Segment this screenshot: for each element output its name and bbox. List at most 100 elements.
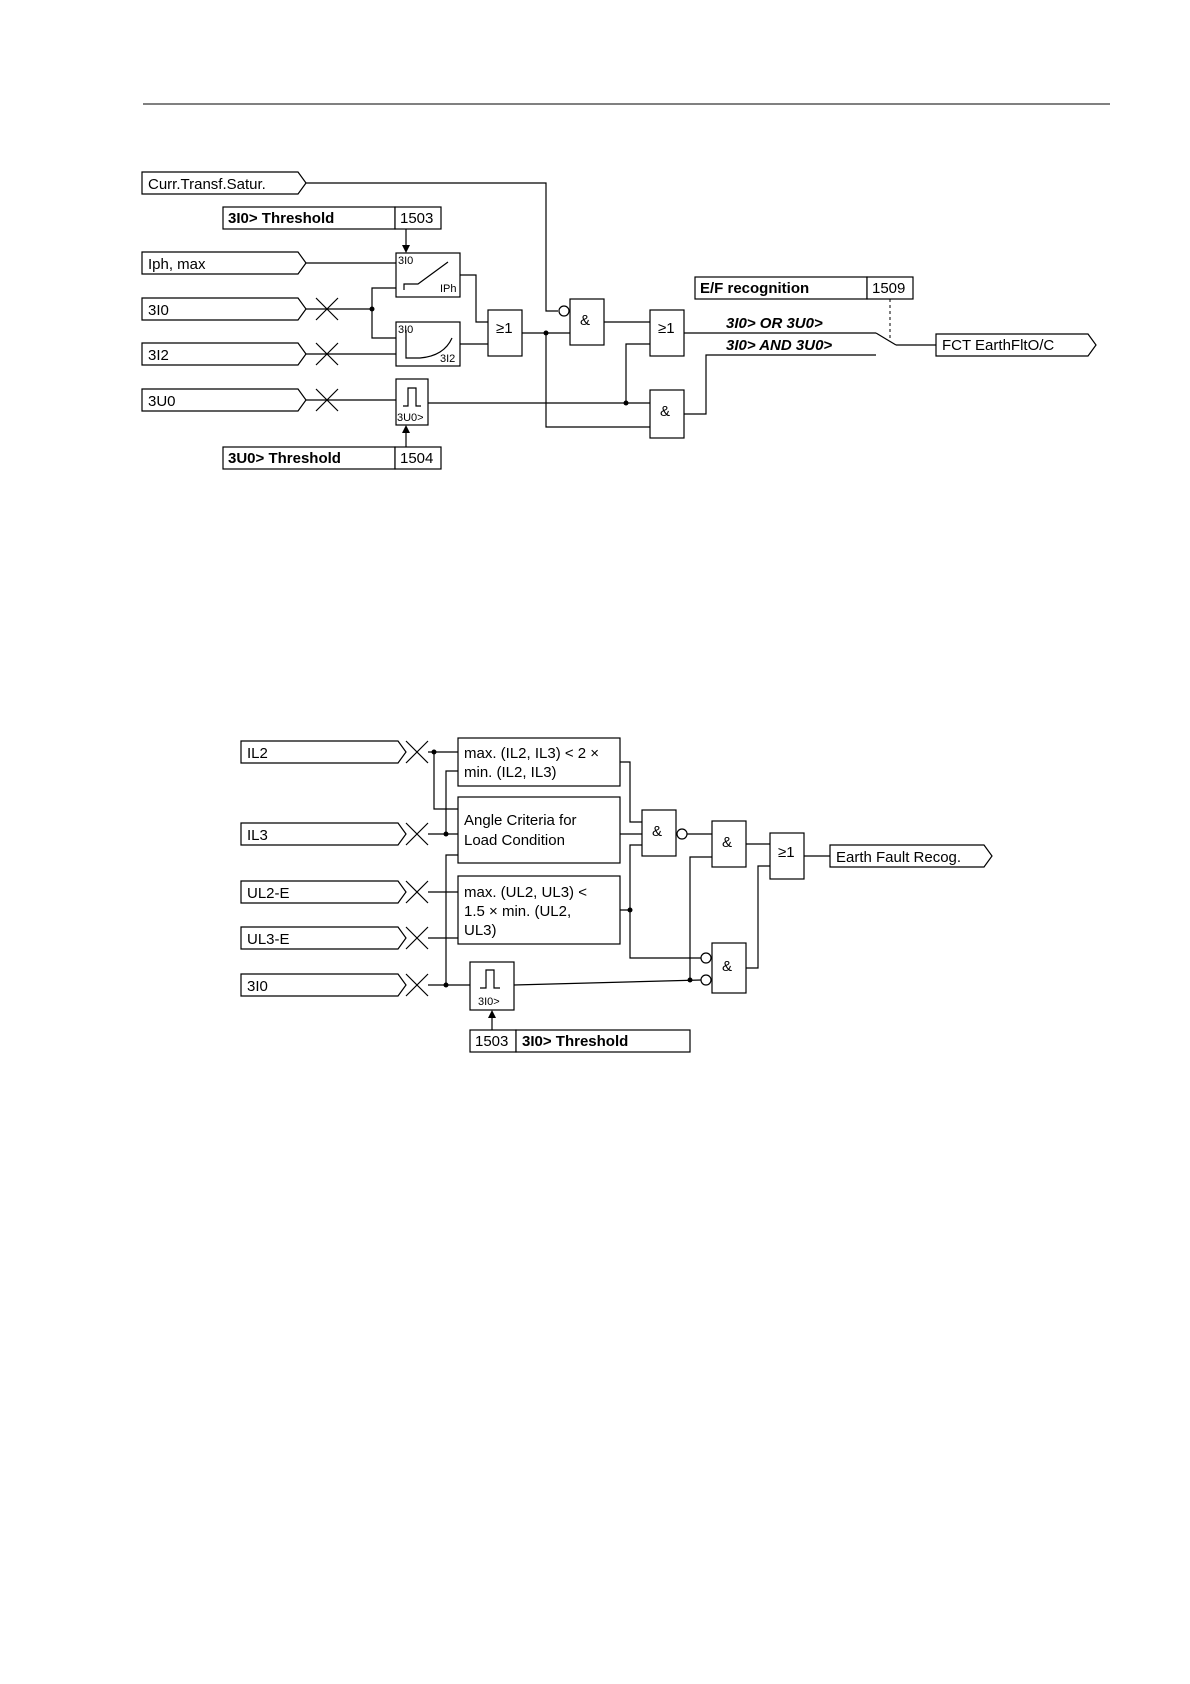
or-gate-option-label: ≥1 <box>658 320 675 337</box>
and-gate-ct-block <box>569 298 605 346</box>
param-ef-recognition-address: 1509 <box>872 280 905 297</box>
wire-3i0-to-char1 <box>371 287 396 309</box>
junction-3i0 <box>369 306 375 312</box>
param-3u0-threshold-name: 3U0> Threshold <box>228 450 341 467</box>
level-detector-3i0-symbol <box>480 969 500 989</box>
block-max-voltage-line2: 1.5 × min. (UL2, <box>464 903 571 920</box>
or-gate-current <box>487 309 523 357</box>
and-gate-option <box>649 389 685 439</box>
option-and-label: 3I0> AND 3U0> <box>726 337 832 354</box>
wire-3i0-to-char2 <box>306 308 396 339</box>
input-ul3e-cross <box>405 926 429 950</box>
wire-3i0-to-angle <box>445 854 458 985</box>
wire-ct-saturation <box>306 182 558 312</box>
and-gate-c-label: & <box>722 958 732 975</box>
and-gate-b-label: & <box>722 834 732 851</box>
and-gate-a-negation <box>676 828 688 840</box>
wire-andc-to-or <box>746 865 770 969</box>
or-gate-final-label: ≥1 <box>778 844 795 861</box>
level-detector-3u0-label: 3U0> <box>397 412 424 424</box>
wire-maxvolt-to-andc <box>629 910 701 959</box>
level-detector-3u0 <box>395 378 429 426</box>
wire-char1-to-or <box>460 274 488 323</box>
wire-level-out <box>513 979 702 986</box>
input-3u0-label: 3U0 <box>148 393 176 410</box>
selector-switch <box>875 332 897 346</box>
wire-il3-to-block <box>445 770 458 834</box>
block-angle-criteria-line1: Angle Criteria for <box>464 812 577 829</box>
input-il2 <box>240 740 407 764</box>
wire-il2-to-angle <box>433 752 458 810</box>
input-iph-max <box>141 251 307 275</box>
block-max-current <box>457 737 621 787</box>
param-3u0-threshold-address: 1504 <box>400 450 433 467</box>
and-gate-a <box>641 809 677 857</box>
block-max-voltage-line3: UL3) <box>464 922 497 939</box>
input-3i0-label: 3I0 <box>148 302 169 319</box>
input-il2-label: IL2 <box>247 745 268 762</box>
and-gate-c <box>711 942 747 994</box>
wire-or-to-and2 <box>545 333 650 428</box>
param-3u0-threshold-address-box <box>394 446 442 470</box>
characteristic-3i0-iph-curve <box>403 261 449 290</box>
param-ef-recognition-name: E/F recognition <box>700 280 809 297</box>
characteristic-3i0-iph-top: 3I0 <box>398 255 413 267</box>
input-3i2 <box>141 342 307 366</box>
param-3i0-threshold-address-box <box>394 206 442 230</box>
input-3i0-2-label: 3I0 <box>247 978 268 995</box>
output-earth-fault-recog-label: Earth Fault Recog. <box>836 849 961 866</box>
wire-level-to-or2 <box>625 343 650 403</box>
input-3i2-label: 3I2 <box>148 347 169 364</box>
input-ul2e <box>240 880 407 904</box>
param-1503-address: 1503 <box>475 1033 508 1050</box>
input-iph-max-label: Iph, max <box>148 256 206 273</box>
line-option-and <box>684 354 876 415</box>
earth-fault-logic-diagram: Curr.Transf.Satur. Iph, max 3I0 3I2 3U0 … <box>141 171 1097 470</box>
input-ct-saturation <box>141 171 307 195</box>
characteristic-3i0-3i2-curve <box>405 330 453 359</box>
input-il3-cross <box>405 822 429 846</box>
characteristic-3i0-iph-bottom: IPh <box>440 283 457 295</box>
characteristic-3i0-3i2-top: 3I0 <box>398 324 413 336</box>
level-detector-3i0-label: 3I0> <box>478 996 500 1008</box>
wire-level-to-andb <box>689 856 712 980</box>
characteristic-3i0-3i2-bottom: 3I2 <box>440 353 455 365</box>
input-ul3e <box>240 926 407 950</box>
input-3i2-cross <box>315 342 339 366</box>
or-gate-final <box>769 832 805 880</box>
input-3u0-cross <box>315 388 339 412</box>
input-il3 <box>240 822 407 846</box>
input-ul2e-label: UL2-E <box>247 885 290 902</box>
input-3i0 <box>141 297 307 321</box>
input-ul2e-cross <box>405 880 429 904</box>
output-fct-earthflt-label: FCT EarthFltO/C <box>942 337 1054 354</box>
level-detector-3u0-symbol <box>403 387 421 407</box>
input-3i0-2-cross <box>405 973 429 997</box>
wire-maxcur-to-anda <box>620 761 642 823</box>
input-3u0 <box>141 388 307 412</box>
block-angle-criteria-line2: Load Condition <box>464 832 565 849</box>
wire-maxvolt-to-anda <box>620 844 642 911</box>
and-gate-a-label: & <box>652 823 662 840</box>
block-max-voltage-line1: max. (UL2, UL3) < <box>464 884 587 901</box>
earth-fault-recognition-diagram: IL2 IL3 UL2-E UL3-E 3I0 max. (IL2, IL3) … <box>240 737 993 1053</box>
param-3i0-arrowhead <box>402 245 410 253</box>
param-1503-name-box <box>515 1029 691 1053</box>
block-max-voltage <box>457 875 621 945</box>
block-max-current-line2: min. (IL2, IL3) <box>464 764 557 781</box>
and-gate-ct-block-negation <box>558 305 570 317</box>
param-3i0-threshold-address: 1503 <box>400 210 433 227</box>
param-1503-name: 3I0> Threshold <box>522 1033 628 1050</box>
param-3u0-arrowhead <box>402 425 410 433</box>
block-angle-criteria <box>457 796 621 864</box>
param-3i0-threshold-name: 3I0> Threshold <box>228 210 334 227</box>
input-3i0-2 <box>240 973 407 997</box>
and-gate-c-negation-1 <box>700 952 712 964</box>
block-max-current-line1: max. (IL2, IL3) < 2 × <box>464 745 599 762</box>
input-ul3e-label: UL3-E <box>247 931 290 948</box>
option-or-label: 3I0> OR 3U0> <box>726 315 823 332</box>
input-il3-label: IL3 <box>247 827 268 844</box>
output-fct-earthflt <box>935 333 1097 357</box>
and-gate-c-negation-2 <box>700 974 712 986</box>
